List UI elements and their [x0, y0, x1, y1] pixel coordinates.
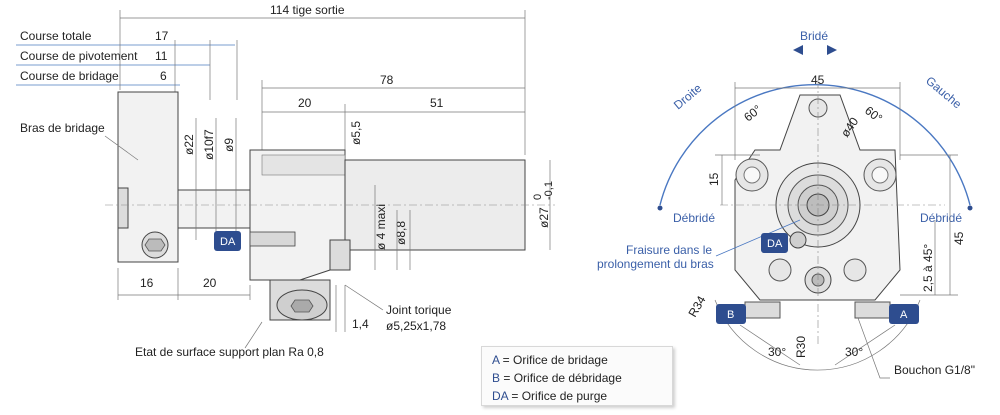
label-debride-left: Débridé	[673, 211, 715, 225]
legend-key-b: B	[492, 371, 501, 385]
badge-b: B	[716, 304, 746, 324]
dim-45-right: 45	[952, 231, 966, 245]
dim-51: 51	[430, 96, 444, 110]
legend-text-b: = Orifice de débridage	[500, 371, 622, 385]
port-legend: A = Orifice de bridage B = Orifice de dé…	[481, 346, 673, 406]
dim-45-top: 45	[811, 73, 825, 87]
dim-16: 16	[140, 276, 154, 290]
side-view: 114 tige sortie 78 20 51 Bras de bridage	[20, 3, 555, 359]
svg-text:A: A	[900, 309, 908, 321]
joint-torique-label: Joint torique	[386, 303, 452, 317]
dim-78: 78	[380, 73, 394, 87]
legend-item-a: A = Orifice de bridage	[492, 351, 672, 369]
dim-d4-maxi: ø 4 maxi	[374, 204, 388, 250]
badge-a: A	[889, 304, 919, 324]
dim-d5-5: ø5,5	[349, 121, 363, 145]
course-pivotement-value: 11	[155, 49, 168, 63]
badge-da-side: DA	[214, 231, 241, 251]
dim-1-4: 1,4	[352, 317, 369, 331]
dim-60-left: 60°	[741, 102, 764, 124]
legend-item-da: DA = Orifice de purge	[492, 387, 672, 405]
course-bridage-label: Course de bridage	[20, 69, 119, 83]
dim-d22: ø22	[182, 134, 196, 155]
course-bridage-value: 6	[160, 69, 167, 83]
dim-20-top: 20	[298, 96, 312, 110]
dim-30-right: 30°	[845, 345, 863, 359]
course-pivotement-label: Course de pivotement	[20, 49, 138, 63]
legend-key-da: DA	[492, 389, 509, 403]
label-droite: Droite	[671, 81, 705, 113]
dim-d27-tol-lower: -0,1	[543, 181, 555, 200]
svg-text:DA: DA	[767, 238, 783, 250]
dim-r34: R34	[685, 293, 708, 319]
dim-114: 114 tige sortie	[270, 3, 345, 17]
bouchon-label: Bouchon G1/8"	[894, 363, 975, 377]
dim-d8-8: ø8,8	[394, 221, 408, 245]
course-totale-label: Course totale	[20, 29, 92, 43]
course-totale-value: 17	[155, 29, 169, 43]
dim-30-left: 30°	[768, 345, 786, 359]
svg-text:B: B	[727, 309, 734, 321]
label-gauche: Gauche	[923, 74, 964, 112]
fraisure-label-2: prolongement du bras	[597, 257, 714, 271]
bras-de-bridage-label: Bras de bridage	[20, 121, 105, 135]
surface-note: Etat de surface support plan Ra 0,8	[135, 345, 324, 359]
dim-d27-tol-upper: 0	[532, 194, 544, 200]
svg-text:DA: DA	[220, 236, 236, 248]
dim-60-right: 60°	[862, 103, 885, 125]
dim-d10f7: ø10f7	[202, 129, 216, 160]
dim-20-bottom: 20	[203, 276, 217, 290]
dim-r30: R30	[794, 336, 808, 358]
dim-d9: ø9	[222, 138, 236, 152]
badge-da-front: DA	[761, 233, 788, 253]
label-bride: Bridé	[800, 29, 828, 43]
dim-d27: ø27	[537, 207, 551, 228]
legend-item-b: B = Orifice de débridage	[492, 369, 672, 387]
legend-text-a: = Orifice de bridage	[499, 353, 608, 367]
joint-torique-size: ø5,25x1,78	[386, 319, 446, 333]
front-view: Bridé Droite Gauche Débridé Débridé 45 6…	[597, 29, 975, 379]
stroke-table: Course totale 17 Course de pivotement 11…	[16, 29, 238, 100]
legend-text-da: = Orifice de purge	[508, 389, 608, 403]
dim-15: 15	[707, 172, 721, 186]
label-debride-right: Débridé	[920, 211, 962, 225]
legend-key-a: A	[492, 353, 500, 367]
fraisure-label-1: Fraisure dans le	[626, 243, 712, 257]
dim-2-5x45: 2,5 à 45°	[921, 244, 935, 292]
